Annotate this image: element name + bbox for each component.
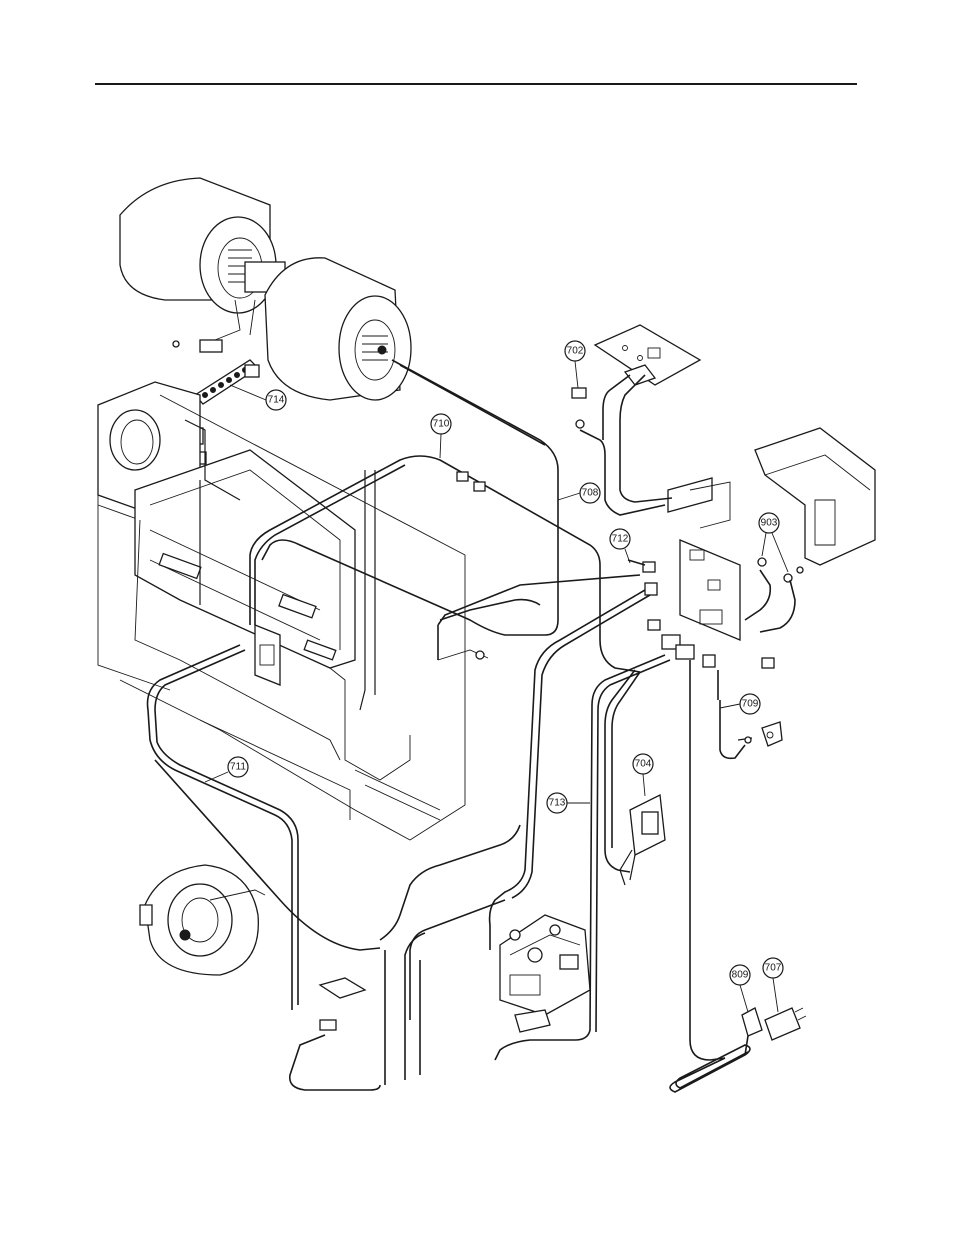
callout-708-label: 708: [582, 488, 599, 499]
connector-710-a: [457, 472, 468, 481]
draft-hood: [755, 428, 875, 582]
callout-710: 710: [431, 414, 451, 434]
callout-711: 711: [228, 757, 248, 777]
callout-809-label: 809: [732, 970, 749, 981]
control-board: [572, 325, 774, 668]
callout-709: 709: [740, 694, 760, 714]
power-cord: [670, 660, 806, 1092]
callout-713-label: 713: [549, 798, 566, 809]
limit-switch: [255, 625, 280, 685]
callout-714-label: 714: [268, 395, 285, 406]
callout-712: 712: [610, 529, 630, 549]
pressure-switch: [738, 722, 782, 746]
callout-702-label: 702: [567, 346, 584, 357]
inducer-motor: [140, 865, 265, 975]
callout-714: 714: [266, 390, 286, 410]
callout-903: 903: [759, 513, 779, 533]
callout-712-label: 712: [612, 534, 629, 545]
furnace-cabinet: [98, 382, 465, 840]
callout-704-label: 704: [635, 759, 652, 770]
callout-702: 702: [565, 341, 585, 361]
callout-711-label: 711: [230, 762, 246, 773]
callout-710-label: 710: [433, 419, 450, 430]
callout-903-label: 903: [761, 518, 778, 529]
callout-708: 708: [580, 483, 600, 503]
connector-710-b: [474, 482, 485, 491]
blower-assembly: [120, 178, 411, 400]
callout-707: 707: [763, 958, 783, 978]
callout-713: 713: [547, 793, 567, 813]
terminal-block-714: [193, 360, 259, 464]
callout-704: 704: [633, 754, 653, 774]
callout-809: 809: [730, 965, 750, 985]
callout-707-label: 707: [765, 963, 782, 974]
callout-709-label: 709: [742, 699, 759, 710]
gas-valve: [500, 915, 590, 1032]
